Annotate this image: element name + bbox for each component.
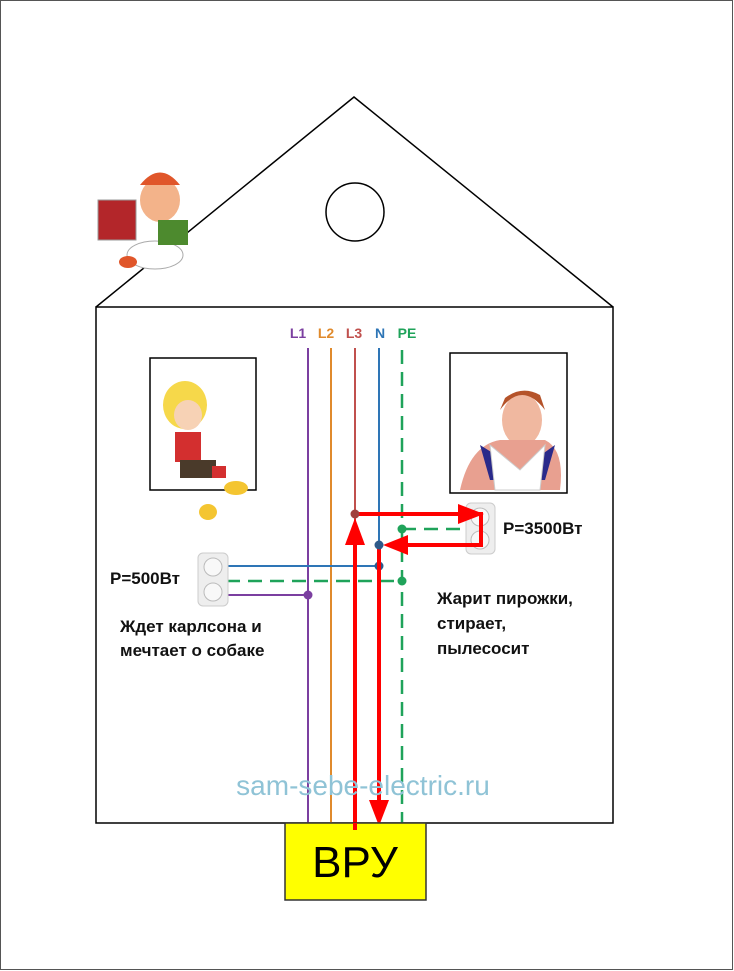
left-socket xyxy=(197,552,229,607)
phase-label-l2: L2 xyxy=(318,325,335,341)
right-load-power: P=3500Вт xyxy=(503,519,582,538)
right-load-caption-1: Жарит пирожки, xyxy=(436,589,573,608)
attic-window xyxy=(325,182,385,242)
junction-dot xyxy=(303,590,313,600)
vru-panel xyxy=(284,822,427,901)
phase-label-l3: L3 xyxy=(346,325,363,341)
watermark: sam-sebe-electric.ru xyxy=(236,770,490,801)
junction-dot xyxy=(374,540,384,550)
phase-label-pe: PE xyxy=(398,325,417,341)
arrow-up-icon xyxy=(345,518,365,545)
right-load-caption-2: стирает, xyxy=(437,614,506,633)
left-load-caption-2: мечтает о собаке xyxy=(120,641,264,660)
right-load-caption-3: пылесосит xyxy=(437,639,529,658)
left-load-power: P=500Вт xyxy=(110,569,180,588)
boy-illustration xyxy=(163,381,248,520)
phase-label-n: N xyxy=(375,325,385,341)
phase-label-l1: L1 xyxy=(290,325,307,341)
freken-bok-illustration xyxy=(460,390,561,491)
arrow-right-icon xyxy=(458,504,484,524)
carlson-illustration xyxy=(97,172,188,270)
junction-dot xyxy=(350,509,360,519)
current-path xyxy=(353,512,483,823)
left-load-caption-1: Ждет карлсона и xyxy=(119,617,262,636)
junction-dot xyxy=(397,576,407,586)
arrow-down-icon xyxy=(369,800,389,826)
junction-dot xyxy=(397,524,407,534)
arrow-left-icon xyxy=(383,535,408,555)
vru-label: ВРУ xyxy=(312,838,399,887)
